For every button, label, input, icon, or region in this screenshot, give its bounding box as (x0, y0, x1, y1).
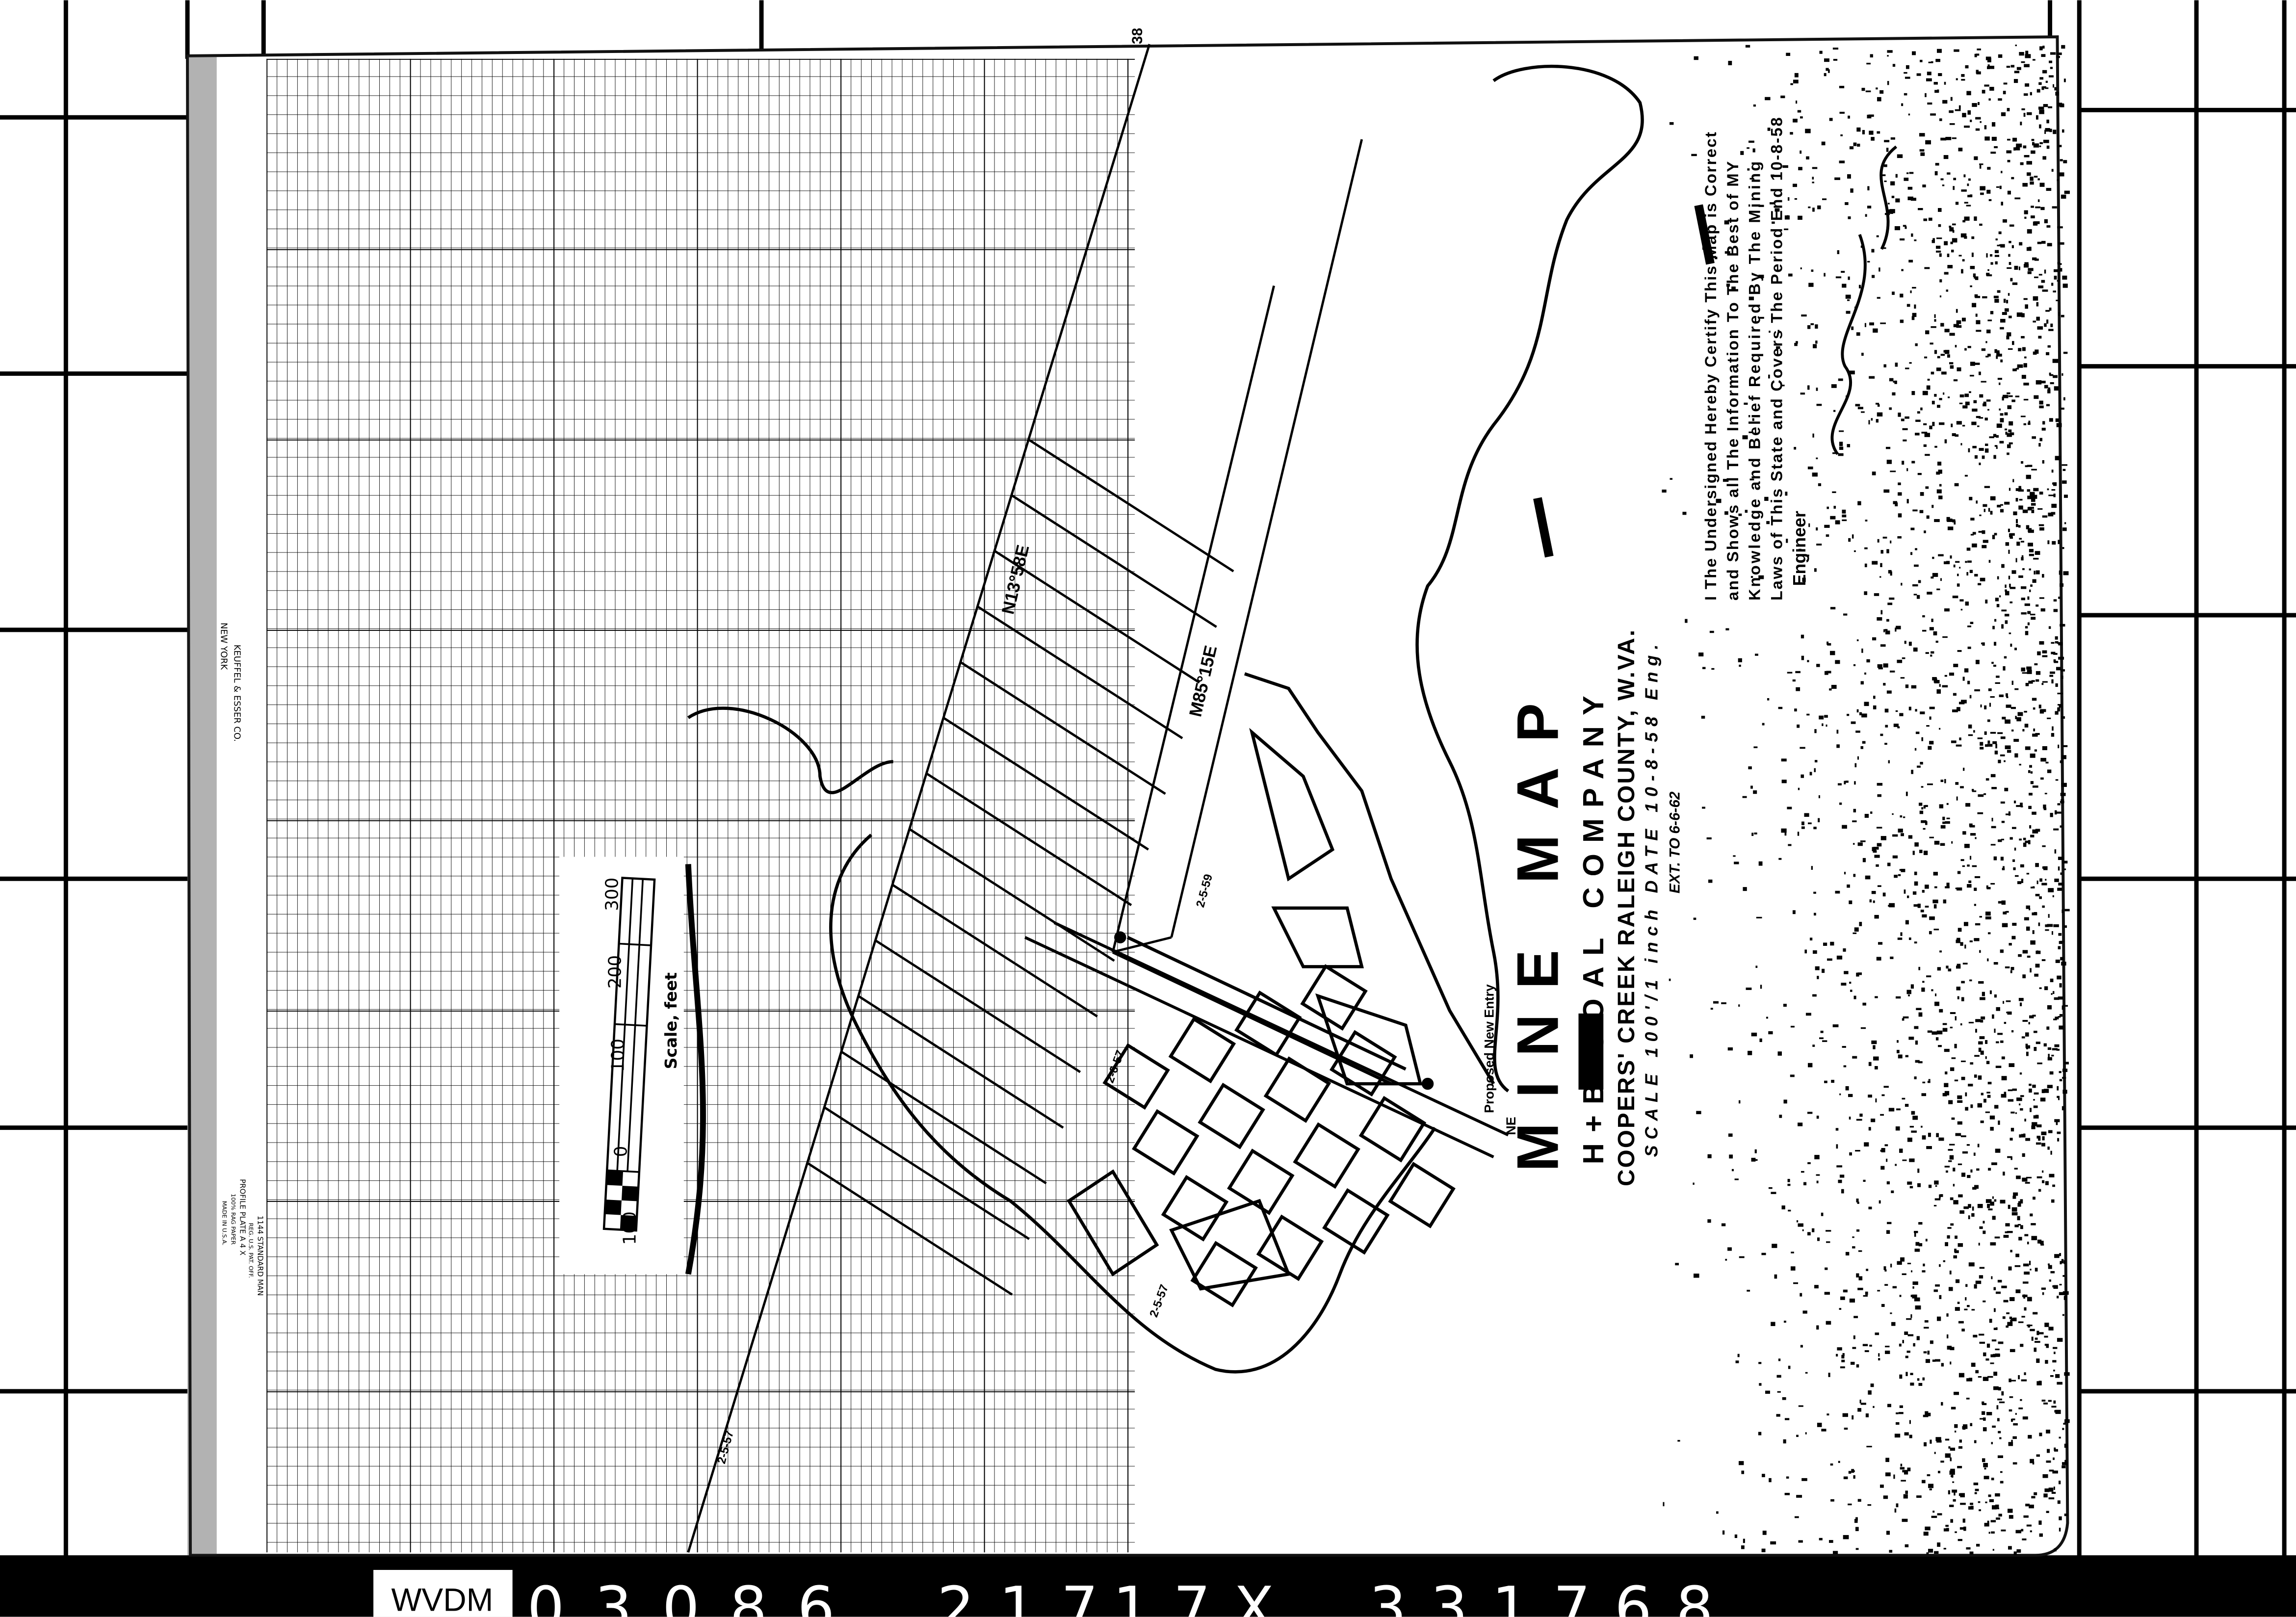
coal-pillar (1132, 1109, 1200, 1176)
survey-lines (687, 44, 1363, 1553)
crosscut-line (993, 549, 1200, 684)
coal-pillar (1300, 964, 1368, 1031)
crosscut-line (806, 1162, 1013, 1296)
coal-pillar (1256, 1214, 1324, 1281)
certification-statement: I The Undersigned Hereby Certify This Ma… (1701, 117, 1898, 601)
location: COOPERS' CREEK RALEIGH COUNTY, W.VA. (1614, 630, 1640, 1186)
crosscut-line (823, 1106, 1030, 1240)
crosscut-line (960, 661, 1166, 795)
certification-line: I The Undersigned Hereby Certify This Ma… (1701, 132, 1720, 600)
crosscut-line (909, 828, 1115, 962)
scale-tick: 0 (611, 1146, 631, 1157)
maker-name: KEUFFEL & ESSER CO. (232, 645, 242, 742)
paper-spec: MADE IN U.S.A. (221, 1201, 228, 1246)
paper-stamps: KEUFFEL & ESSER CO. NEW YORK 1144 STANDA… (219, 623, 265, 1296)
crosscut-line (840, 1050, 1047, 1185)
outcrop-boundary (1415, 64, 1644, 1093)
scale-tick: 100 (608, 1039, 628, 1072)
scan-noise (1662, 44, 2070, 1555)
scale-date: SCALE 100'/1 inch DATE 10-8-58 Eng. (1642, 645, 1662, 1157)
scale-tick: 300 (602, 878, 623, 911)
certification-line: and Shows all The Information To The Bes… (1723, 161, 1742, 601)
coal-pillar (1190, 1241, 1258, 1307)
paper-spec: 100% RAG PAPER (230, 1194, 237, 1245)
crosscut-line (891, 884, 1098, 1017)
paper-spec: 1144 STANDARD MAN (256, 1216, 264, 1296)
coal-pillar (1102, 1043, 1170, 1110)
coal-pillar (1358, 1095, 1427, 1163)
crosscut-line (1011, 494, 1217, 628)
scale-label: Scale, feet (662, 972, 680, 1069)
entry-mark: NE (1504, 1117, 1518, 1135)
map-sheet (186, 35, 2070, 1557)
field-b: 17X (1113, 1574, 1274, 1617)
crosscut-line (1028, 438, 1234, 573)
mine-workings (687, 64, 1715, 1374)
field-a: 217 (937, 1574, 1098, 1617)
extension-date: EXT. TO 6-6-62 (1667, 791, 1683, 893)
crosscut-line (858, 995, 1064, 1129)
certification-line: Knowledge and Belief Required By The Min… (1746, 161, 1764, 600)
agency-code: WVDM (391, 1582, 493, 1617)
coal-pillar (1293, 1122, 1360, 1189)
crosscut-line (874, 939, 1081, 1073)
lower-boundary (829, 834, 1436, 1374)
coal-pillar (1227, 1148, 1295, 1215)
redacted-name (1578, 1013, 1604, 1090)
coal-pillar (1168, 1017, 1236, 1084)
certification-line: Engineer (1790, 511, 1809, 586)
engineer-signature (1830, 145, 1898, 455)
coal-pillar (1322, 1188, 1390, 1255)
paper-spec: REG. U.S. PAT. OFF. (247, 1223, 254, 1278)
proposed-entry-note: Proposed New Entry (1482, 984, 1496, 1113)
scale-tick: 100 (620, 1211, 640, 1245)
crosscut-line (925, 772, 1132, 906)
coal-pillar (1198, 1082, 1265, 1149)
crosscut-line (942, 716, 1149, 851)
scale-bar-panel: 300 200 100 0 100 Scale, feet (559, 857, 706, 1275)
certification-line: Laws of This State and Covers The Period… (1767, 117, 1785, 600)
coal-pillar (1388, 1162, 1456, 1228)
maker-city: NEW YORK (219, 623, 229, 671)
paper-spec: PROFILE PLATE A 4 X (238, 1179, 247, 1255)
corner-mark: 38 (1129, 28, 1146, 44)
crosscut-line (976, 605, 1183, 739)
graph-grid-major (266, 58, 1135, 1553)
scale-tick: 200 (605, 955, 626, 989)
